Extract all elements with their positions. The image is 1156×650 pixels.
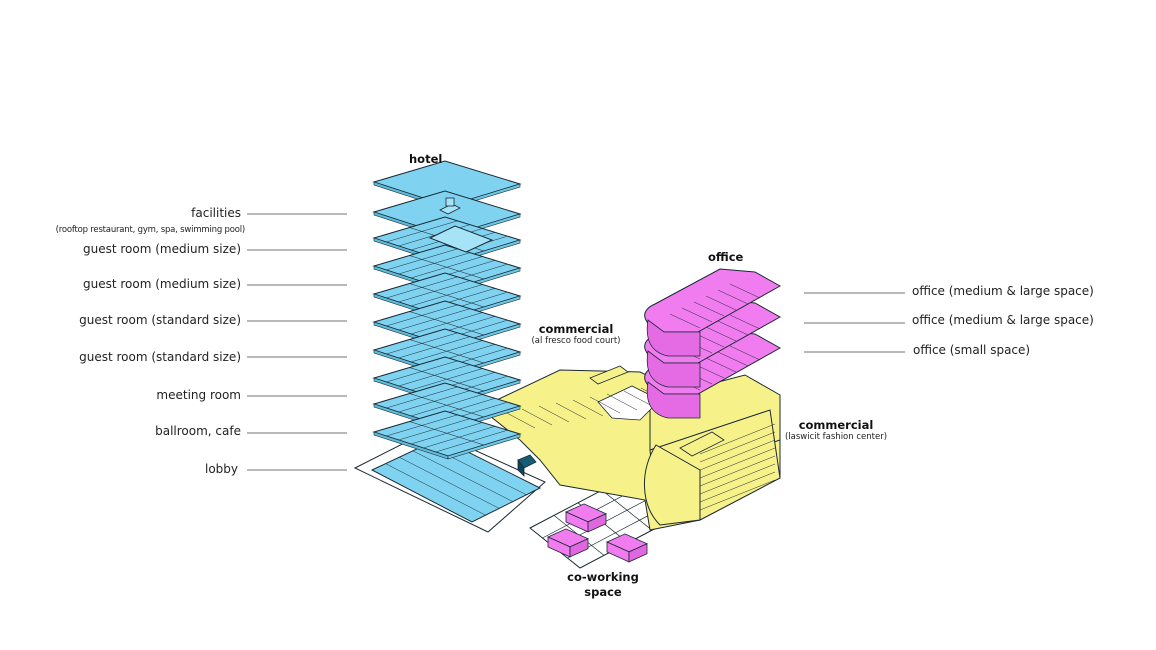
- hotel-rooftop-stair: [445, 197, 455, 207]
- hotel-floor-9-room-divider: [435, 429, 508, 453]
- commercial-fashion-subtitle: (laswicit fashion center): [784, 432, 888, 442]
- office-floor-1-room-line: [681, 307, 713, 323]
- coworking-box-2-front: [569, 538, 589, 558]
- office-floor-2-room-line: [729, 314, 761, 330]
- hotel-label-lobby: lobby: [204, 462, 238, 476]
- hotel-floor-5-room-divider: [398, 308, 471, 331]
- hotel-floor-2-room-divider: [386, 220, 458, 243]
- commercial-shop-line: [699, 423, 776, 455]
- office-floor-1-room-line: [693, 301, 725, 317]
- title-hotel: hotel: [409, 152, 443, 166]
- hotel-floor-6-room-divider: [410, 340, 483, 363]
- commercial-fashion-heading: commercial: [798, 418, 874, 432]
- coworking-box-1-front: [587, 513, 607, 533]
- hotel-floor-9-room-divider: [386, 414, 458, 437]
- office-floor-3-room-line: [717, 351, 749, 367]
- hotel-floor-7-room-divider: [398, 364, 471, 387]
- hotel-label-guest-room-standard-2: guest room (standard size): [79, 350, 241, 364]
- hotel-floor-9-room-divider: [410, 422, 483, 445]
- coworking-line-2: space: [584, 585, 622, 599]
- commercial-room-line: [572, 399, 604, 417]
- commercial-shop-line: [699, 439, 776, 471]
- hotel-pool: [428, 225, 494, 253]
- hotel-floor-7-room-divider: [386, 360, 458, 383]
- hotel-lobby-grid: [399, 456, 500, 509]
- hotel-floor-6-room-divider: [398, 336, 471, 359]
- hotel-label-guest-room-medium-1: guest room (medium size): [83, 242, 241, 256]
- commercial-void: [597, 385, 661, 421]
- commercial-room-line: [589, 396, 621, 414]
- hotel-floor-3-room-divider: [410, 256, 483, 279]
- hotel-core-side: [517, 458, 525, 477]
- office-label-medium-large-1: office (medium & large space): [912, 284, 1094, 298]
- coworking-line-1: co-working: [567, 570, 639, 584]
- hotel-floor-4-room-divider: [386, 276, 458, 299]
- hotel-floor-7-room-divider: [410, 368, 483, 391]
- office-label-medium-large-2: office (medium & large space): [912, 313, 1094, 327]
- commercial-shop-line: [699, 455, 776, 487]
- commercial-curved-wall: [644, 444, 701, 526]
- commercial-food-court-heading: commercial: [538, 322, 614, 336]
- commercial-room-line: [538, 405, 570, 423]
- commercial-stair-top: [589, 365, 629, 385]
- title-commercial-fashion-center: commercial (laswicit fashion center): [780, 418, 892, 442]
- coworking-box-3-front: [628, 543, 648, 563]
- office-floor-2-room-line: [705, 326, 737, 342]
- hotel-label-guest-room-medium-2: guest room (medium size): [83, 277, 241, 291]
- title-office: office: [708, 250, 744, 264]
- hotel-floor-9-edge-right: [447, 433, 521, 460]
- hotel-label-facilities: facilities: [191, 206, 241, 220]
- office-floor-1-room-line: [717, 289, 749, 305]
- office-floor-1-room-line: [705, 295, 737, 311]
- hotel-floor-5-room-divider: [410, 312, 483, 335]
- hotel-floor-8-room-divider: [398, 390, 471, 413]
- title-commercial-food-court: commercial (al fresco food court): [526, 322, 626, 346]
- commercial-room-line: [555, 402, 587, 420]
- hotel-label-facilities-sub: (rooftop restaurant, gym, spa, swimming …: [55, 225, 246, 235]
- hotel-floor-8-room-divider: [386, 386, 458, 409]
- title-coworking-space: co-working space: [553, 570, 653, 600]
- hotel-floor-4-room-divider: [410, 284, 483, 307]
- commercial-room-line: [504, 411, 536, 429]
- commercial-shop-line: [699, 479, 776, 511]
- hotel-floor-6-room-divider: [386, 332, 458, 355]
- commercial-room-line: [521, 408, 553, 426]
- hotel-floor-9-room-divider: [423, 426, 496, 449]
- office-floor-1-room-line: [669, 313, 701, 329]
- hotel-label-ballroom-cafe: ballroom, cafe: [155, 424, 241, 438]
- hotel-label-guest-room-standard-1: guest room (standard size): [79, 313, 241, 327]
- hotel-floor-9-room-divider: [398, 418, 471, 441]
- commercial-food-court-subtitle: (al fresco food court): [531, 336, 621, 346]
- office-floor-1-room-line: [729, 283, 761, 299]
- hotel-floor-3-room-divider: [398, 252, 471, 275]
- hotel-floor-8-room-divider: [410, 394, 483, 417]
- hotel-floor-3-room-divider: [386, 248, 458, 271]
- hotel-label-meeting-room: meeting room: [156, 388, 241, 402]
- commercial-room-line: [623, 390, 655, 408]
- office-label-small: office (small space): [913, 343, 1031, 357]
- commercial-shop-line: [699, 471, 776, 503]
- office-floor-3-room-line: [729, 345, 761, 361]
- commercial-shop-line: [699, 463, 776, 495]
- office-floor-1-curved-wall: [646, 319, 701, 357]
- commercial-room-line: [606, 393, 638, 411]
- office-floor-3-room-line: [705, 357, 737, 373]
- commercial-shop-line: [699, 447, 776, 479]
- hotel-floor-5-room-divider: [386, 304, 458, 327]
- commercial-stair-mid: [679, 431, 725, 457]
- hotel-lobby-grid: [385, 463, 486, 516]
- hotel-floor-4-room-divider: [398, 280, 471, 303]
- office-floor-3-curved-wall: [646, 381, 701, 419]
- hotel-lobby-grid: [412, 450, 513, 502]
- office-floor-2-room-line: [717, 320, 749, 336]
- commercial-shop-line: [699, 431, 776, 463]
- office-floor-2-curved-wall: [646, 350, 701, 388]
